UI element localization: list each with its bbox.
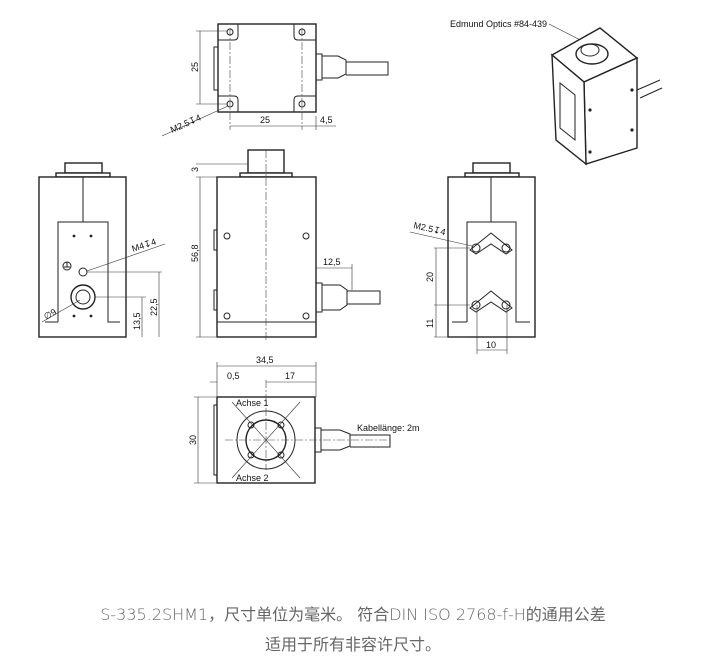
side-view: 3 56,8 12,5 — [190, 149, 381, 340]
bottom-dim-total: 34,5 — [256, 355, 274, 365]
axis-1-label: Achse 1 — [236, 398, 269, 408]
technical-drawing: 25 25 4,5 M2.5↧4 Edmund Optics #84-439 1… — [38, 19, 663, 484]
top-dim-height: 25 — [190, 62, 200, 72]
product-label: Edmund Optics #84-439 — [450, 19, 547, 29]
front-dim-upper: 22,5 — [149, 298, 159, 316]
front-view: 13,5 22,5 M4↧4 ∅9 — [38, 162, 166, 338]
bottom-dim-height: 30 — [188, 435, 198, 445]
top-dim-connector: 4,5 — [320, 115, 333, 125]
bottom-dim-center: 17 — [285, 371, 295, 381]
caption-line-2: 适用于所有非容许尺寸。 — [264, 635, 441, 654]
caption-line-1: S-335.2SHM1，尺寸单位为毫米。 符合DIN ISO 2768-f-H的… — [100, 605, 606, 624]
screw-icon — [223, 232, 310, 320]
cable-length-label: Kabellänge: 2m — [357, 423, 420, 433]
rear-dim-spacing: 20 — [425, 272, 435, 282]
ground-icon — [62, 261, 72, 271]
axis-2-label: Achse 2 — [236, 473, 269, 483]
connector-socket-icon — [70, 284, 96, 310]
screw-icon — [247, 421, 285, 459]
isometric-view: Edmund Optics #84-439 — [450, 19, 663, 166]
front-dim-lower: 13,5 — [132, 312, 142, 330]
side-dim-connector: 12,5 — [323, 257, 341, 267]
top-view: 25 25 4,5 M2.5↧4 — [161, 23, 389, 137]
rear-thread-label: M2.5↧4 — [413, 220, 447, 237]
rear-view: 20 11 10 M2.5↧4 — [409, 162, 536, 354]
mount-hole-icon — [471, 243, 511, 310]
top-dim-width: 25 — [260, 115, 270, 125]
top-thread-label: M2.5↧4 — [169, 112, 203, 134]
rear-dim-width: 10 — [486, 340, 496, 350]
side-dim-cap: 3 — [190, 167, 200, 172]
bottom-view: 34,5 0,5 17 30 Achse 1 Achse 2 Kabelläng… — [188, 355, 420, 484]
bottom-dim-offset: 0,5 — [227, 371, 240, 381]
rear-dim-bottom: 11 — [425, 319, 435, 328]
side-dim-height: 56,8 — [190, 244, 200, 262]
